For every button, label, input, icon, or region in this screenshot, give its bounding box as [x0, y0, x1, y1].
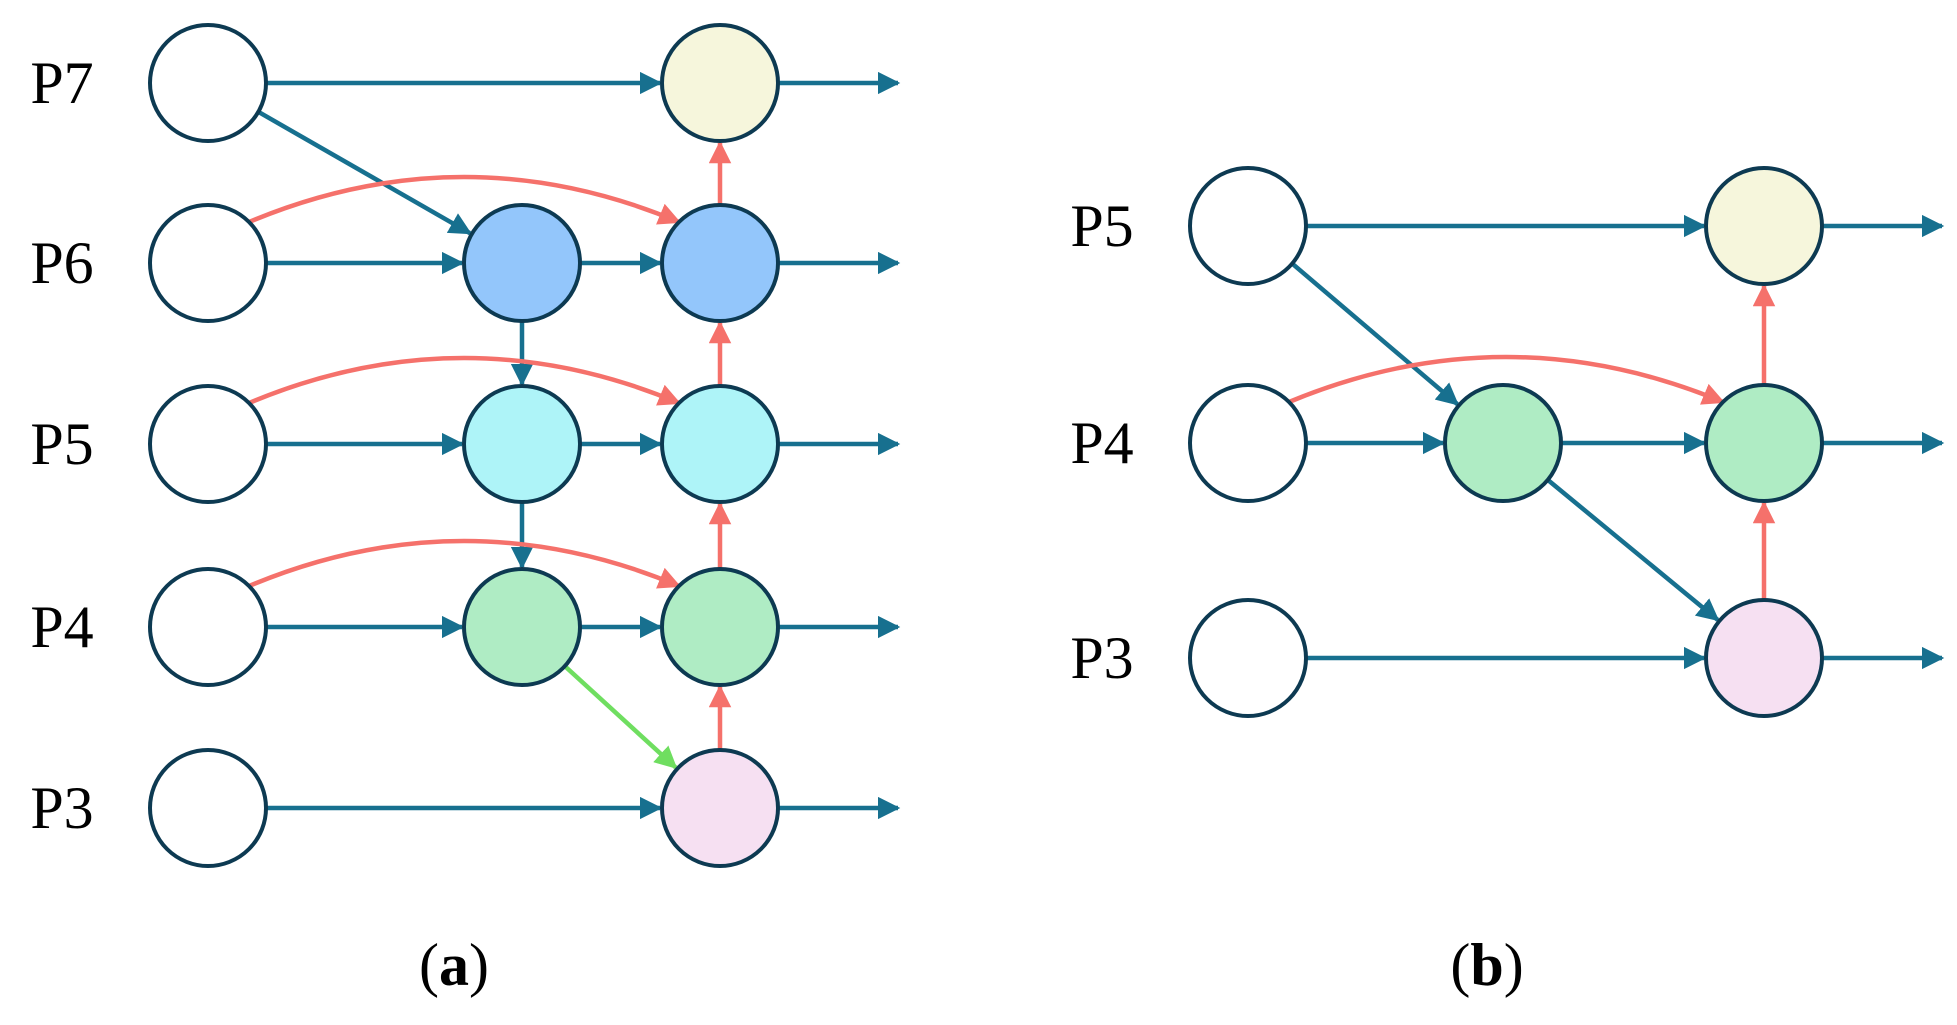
edge-a4m-a3o [563, 664, 678, 770]
node-p5-col0 [1188, 166, 1308, 286]
node-p4-col1 [462, 567, 582, 687]
level-label-p7: P7 [30, 50, 93, 116]
node-p4-col1 [1443, 383, 1563, 503]
panel-a-caption: (a) [419, 932, 489, 998]
node-p5-col0 [148, 384, 268, 504]
node-p4-col2 [1704, 383, 1824, 503]
edge-b5i-b4m [1290, 261, 1460, 406]
level-label-p5: P5 [30, 411, 93, 477]
panel-a-nodes [148, 23, 780, 868]
node-p5-col1 [462, 384, 582, 504]
panel-b-caption: (b) [1450, 932, 1523, 998]
level-label-p4: P4 [30, 594, 93, 660]
curved-edge-a6i-a6o [248, 174, 682, 225]
node-p7-col2 [660, 23, 780, 143]
node-p4-col0 [148, 567, 268, 687]
level-label-p4: P4 [1070, 410, 1133, 476]
curved-edge-b4i-b4o [1288, 354, 1726, 405]
node-p6-col1 [462, 203, 582, 323]
node-p3-col2 [1704, 598, 1824, 718]
panel-b-nodes [1188, 166, 1824, 718]
node-p4-col0 [1188, 383, 1308, 503]
level-label-p5: P5 [1070, 193, 1133, 259]
level-label-p3: P3 [1070, 625, 1133, 691]
level-label-p3: P3 [30, 775, 93, 841]
node-p3-col0 [1188, 598, 1308, 718]
node-p6-col2 [660, 203, 780, 323]
edge-a7i-a6m [257, 109, 472, 236]
curved-edge-a5i-a5o [248, 355, 682, 406]
node-p6-col0 [148, 203, 268, 323]
node-p3-col2 [660, 748, 780, 868]
panel-a-edges [248, 71, 901, 820]
node-p5-col2 [1704, 166, 1824, 286]
curved-edge-a4i-a4o [248, 538, 682, 589]
node-p3-col0 [148, 748, 268, 868]
node-p5-col2 [660, 384, 780, 504]
node-p7-col0 [148, 23, 268, 143]
edge-b4m-b3o [1546, 478, 1720, 622]
panel-b-edges [1288, 214, 1945, 670]
level-label-p6: P6 [30, 230, 93, 296]
node-p4-col2 [660, 567, 780, 687]
